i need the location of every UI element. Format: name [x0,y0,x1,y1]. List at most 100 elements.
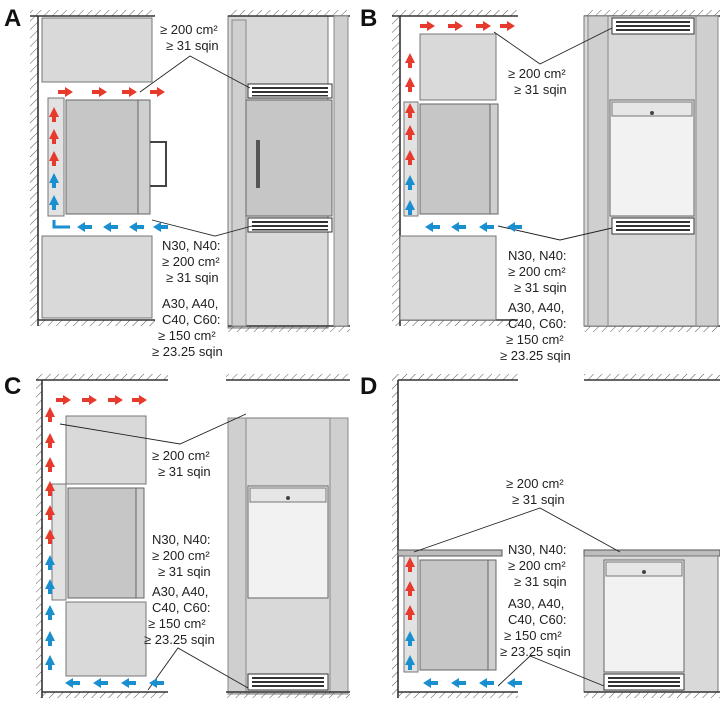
cool-air-arrow-icon [103,222,118,232]
panel-a: A ≥ 200 cm² ≥ 31 sq [4,5,350,359]
airflow-arrows [45,21,522,688]
warm-air-arrow-icon [150,87,165,97]
warm-air-arrow-icon [500,21,515,31]
vent-grille-icon [247,83,333,99]
cool-air-arrow-icon [93,678,108,688]
ceiling-hatch [36,374,168,380]
fridge-knob [642,570,646,574]
floor-hatch [584,326,720,332]
warm-air-arrow-icon [45,505,55,520]
ceiling-hatch [228,10,350,16]
panel-letter: C [4,373,21,400]
vent-grille-icon [247,217,333,233]
wall-hatch [30,16,38,326]
warm-air-arrow-icon [49,129,59,144]
cool-air-arrow-icon [121,678,136,688]
warm-air-arrow-icon [45,529,55,544]
cool-air-arrow-icon [45,605,55,620]
fridge-back-vent [51,483,67,601]
bottom-vent-label: ≥ 200 cm² [508,264,566,279]
ceiling-hatch [584,374,720,380]
warm-air-arrow-icon [49,107,59,122]
wall-hatch [392,16,400,326]
bottom-vent-label: A30, A40, [508,300,564,315]
bottom-vent-label: ≥ 150 cm² [148,616,206,631]
top-vent-label: ≥ 31 sqin [514,82,567,97]
bottom-vent-label: ≥ 23.25 sqin [500,644,571,659]
bottom-vent-label: ≥ 150 cm² [504,628,562,643]
warm-air-arrow-icon [45,457,55,472]
fridge-door-side [135,487,145,599]
cool-air-arrow-icon [479,222,494,232]
cool-air-arrow-icon [479,678,494,688]
warm-air-arrow-icon [405,150,415,165]
bottom-vent-label: A30, A40, [162,296,218,311]
lower-cabinet [41,235,153,319]
cool-air-arrow-icon [77,222,92,232]
panel-letter: A [4,5,21,32]
fridge-side [419,559,489,671]
bottom-vent-label: ≥ 23.25 sqin [500,348,571,363]
warm-air-arrow-icon [108,395,123,405]
floor-hatch [398,692,518,698]
cool-air-arrow-icon [149,678,164,688]
cool-air-arrow-icon [45,579,55,594]
airflow-path [52,220,70,229]
fridge-front [245,99,333,217]
bottom-vent-label: ≥ 150 cm² [506,332,564,347]
cool-air-arrow-icon [451,222,466,232]
warm-air-arrow-icon [56,395,71,405]
top-vent-label: ≥ 200 cm² [152,448,210,463]
bottom-vent-label: ≥ 200 cm² [152,548,210,563]
side-panel [227,417,247,695]
top-vent-label: ≥ 31 sqin [166,38,219,53]
wall-hatch [36,380,42,698]
lower-cabinet [399,235,497,321]
bottom-vent-label: C40, C60: [152,600,211,615]
bottom-vent-label: A30, A40, [508,596,564,611]
ceiling-hatch [584,10,720,16]
bottom-vent-label: A30, A40, [152,584,208,599]
side-panel [587,15,609,327]
bottom-vent-label: ≥ 23.25 sqin [152,344,223,359]
fridge-side [419,103,491,215]
top-vent-label: ≥ 200 cm² [508,66,566,81]
bottom-vent-label: ≥ 31 sqin [166,270,219,285]
side-panel [231,19,247,327]
cool-air-arrow-icon [45,631,55,646]
warm-air-arrow-icon [45,481,55,496]
side-panel [695,15,719,327]
fridge-side [67,487,137,599]
floor-hatch [42,692,168,698]
side-panel [333,15,349,327]
cool-air-arrow-icon [405,175,415,190]
top-vent-label: ≥ 200 cm² [160,22,218,37]
fridge-door-side [137,99,151,215]
vent-grille-icon [611,217,695,235]
ceiling-hatch [226,374,350,380]
warm-air-arrow-icon [405,125,415,140]
fridge-top-strip [605,561,683,577]
warm-air-arrow-icon [82,395,97,405]
vent-grille-icon [247,673,329,691]
panel-letter: D [360,373,377,400]
worktop [397,549,503,557]
top-vent-label: ≥ 31 sqin [158,464,211,479]
upper-cabinet [65,415,147,485]
cool-air-arrow-icon [423,678,438,688]
fridge-top-strip [611,101,693,117]
warm-air-arrow-icon [448,21,463,31]
fridge-door-side [487,559,497,671]
cool-air-arrow-icon [49,195,59,210]
warm-air-arrow-icon [405,557,415,572]
cool-air-arrow-icon [45,655,55,670]
panel-d: D ≥ 200 cm² ≥ 31 sqin N30, N40: ≥ 200 cm… [360,373,720,698]
bottom-vent-label: N30, N40: [508,542,567,557]
bottom-vent-label: N30, N40: [162,238,221,253]
wall-hatch [392,380,398,698]
bottom-vent-label: N30, N40: [152,532,211,547]
bottom-vent-label: ≥ 31 sqin [514,574,567,589]
warm-air-arrow-icon [49,151,59,166]
top-vent-label: ≥ 31 sqin [512,492,565,507]
warm-air-arrow-icon [405,581,415,596]
